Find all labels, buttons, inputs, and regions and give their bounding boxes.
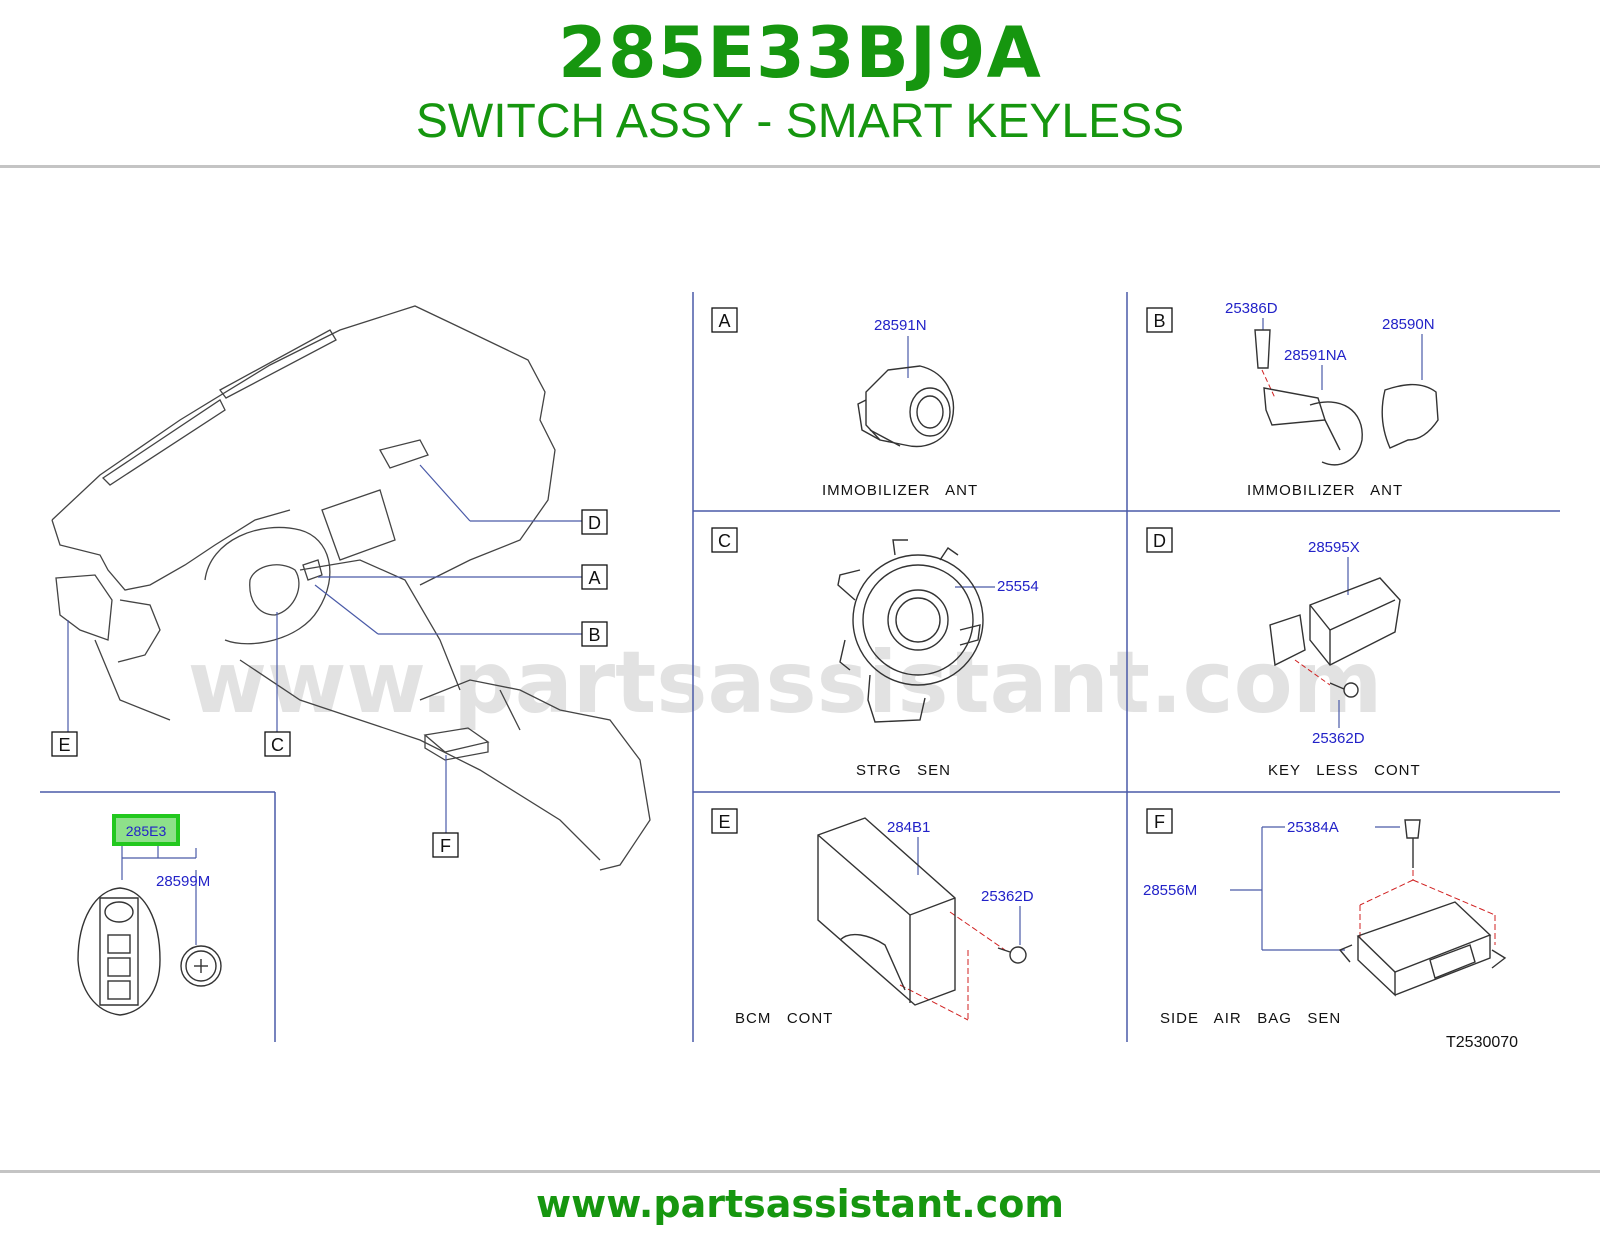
overview-callout-c: C (264, 731, 291, 757)
highlighted-part-label[interactable]: 285E3 (126, 823, 167, 839)
immobilizer-antenna-b-drawing (1254, 329, 1439, 466)
parts-diagram: www.partsassistant.com (40, 292, 1560, 1051)
keyless-control-drawing (1269, 577, 1401, 698)
panel-grid (40, 292, 1560, 1042)
part-number-title: 285E33BJ9A (558, 12, 1042, 94)
key-fob-section: 285E3 28599M (77, 814, 222, 1016)
immobilizer-antenna-drawing (857, 365, 955, 448)
svg-text:A: A (718, 311, 730, 331)
svg-text:F: F (440, 836, 451, 856)
part-label-28595x[interactable]: 28595X (1308, 539, 1360, 556)
svg-text:D: D (1153, 531, 1166, 551)
overview-callout-f: F (432, 832, 459, 858)
caption-a: IMMOBILIZER ANT (822, 482, 978, 499)
overview-leader-lines (67, 464, 582, 833)
footer-divider (0, 1170, 1600, 1173)
dashboard-overview-drawing (51, 305, 651, 871)
steering-sensor-drawing (837, 539, 984, 723)
panel-a: A 28591N IMMOBILIZER ANT (711, 307, 978, 499)
svg-text:B: B (1153, 311, 1165, 331)
caption-e: BCM CONT (735, 1010, 833, 1027)
bcm-control-drawing (817, 817, 1027, 1006)
header-divider (0, 165, 1600, 168)
panel-e: E 284B1 25362D BCM CONT (711, 808, 1034, 1027)
svg-text:D: D (588, 513, 601, 533)
overview-callout-a: A (581, 564, 608, 590)
side-airbag-sensor-drawing (1338, 819, 1507, 997)
svg-text:E: E (58, 735, 70, 755)
drawing-code: T2530070 (1446, 1034, 1518, 1051)
part-label-25386d[interactable]: 25386D (1225, 300, 1278, 317)
caption-f: SIDE AIR BAG SEN (1160, 1010, 1341, 1027)
key-fob-drawing (77, 887, 222, 1016)
panel-d: D 28595X 25362D KEY LESS CONT (1146, 527, 1421, 779)
svg-text:F: F (1154, 812, 1165, 832)
overview-callout-e: E (51, 731, 78, 757)
caption-c: STRG SEN (856, 762, 951, 779)
part-label-28590n[interactable]: 28590N (1382, 316, 1435, 333)
caption-b: IMMOBILIZER ANT (1247, 482, 1403, 499)
caption-d: KEY LESS CONT (1268, 762, 1421, 779)
panel-c: C 25554 STRG SEN (711, 527, 1039, 779)
svg-text:C: C (718, 531, 731, 551)
highlighted-part-box[interactable] (112, 814, 180, 846)
svg-text:A: A (588, 568, 600, 588)
footer-website-link[interactable]: www.partsassistant.com (536, 1182, 1064, 1226)
part-label-28591na[interactable]: 28591NA (1284, 347, 1347, 364)
page-header: 285E33BJ9A SWITCH ASSY - SMART KEYLESS (0, 0, 1600, 168)
part-label-28591n[interactable]: 28591N (874, 317, 927, 334)
part-label-28556m[interactable]: 28556M (1143, 882, 1197, 899)
overview-callout-b: B (581, 621, 608, 647)
part-label-284b1[interactable]: 284B1 (887, 819, 930, 836)
part-label-25362d-e[interactable]: 25362D (981, 888, 1034, 905)
watermark-text: www.partsassistant.com (188, 633, 1383, 733)
svg-text:C: C (271, 735, 284, 755)
overview-callout-d: D (581, 509, 608, 535)
part-label-25384a[interactable]: 25384A (1287, 819, 1339, 836)
svg-text:B: B (588, 625, 600, 645)
panel-b: B 25386D 28591NA 28590N IMMOBILIZER ANT (1146, 300, 1439, 499)
svg-text:E: E (718, 812, 730, 832)
part-description: SWITCH ASSY - SMART KEYLESS (415, 95, 1185, 148)
battery-part-label[interactable]: 28599M (156, 873, 210, 890)
part-label-25362d-d[interactable]: 25362D (1312, 730, 1365, 747)
panel-f: F 25384A 28556M SIDE AIR BAG (1143, 808, 1507, 1027)
part-label-25554[interactable]: 25554 (997, 578, 1039, 595)
